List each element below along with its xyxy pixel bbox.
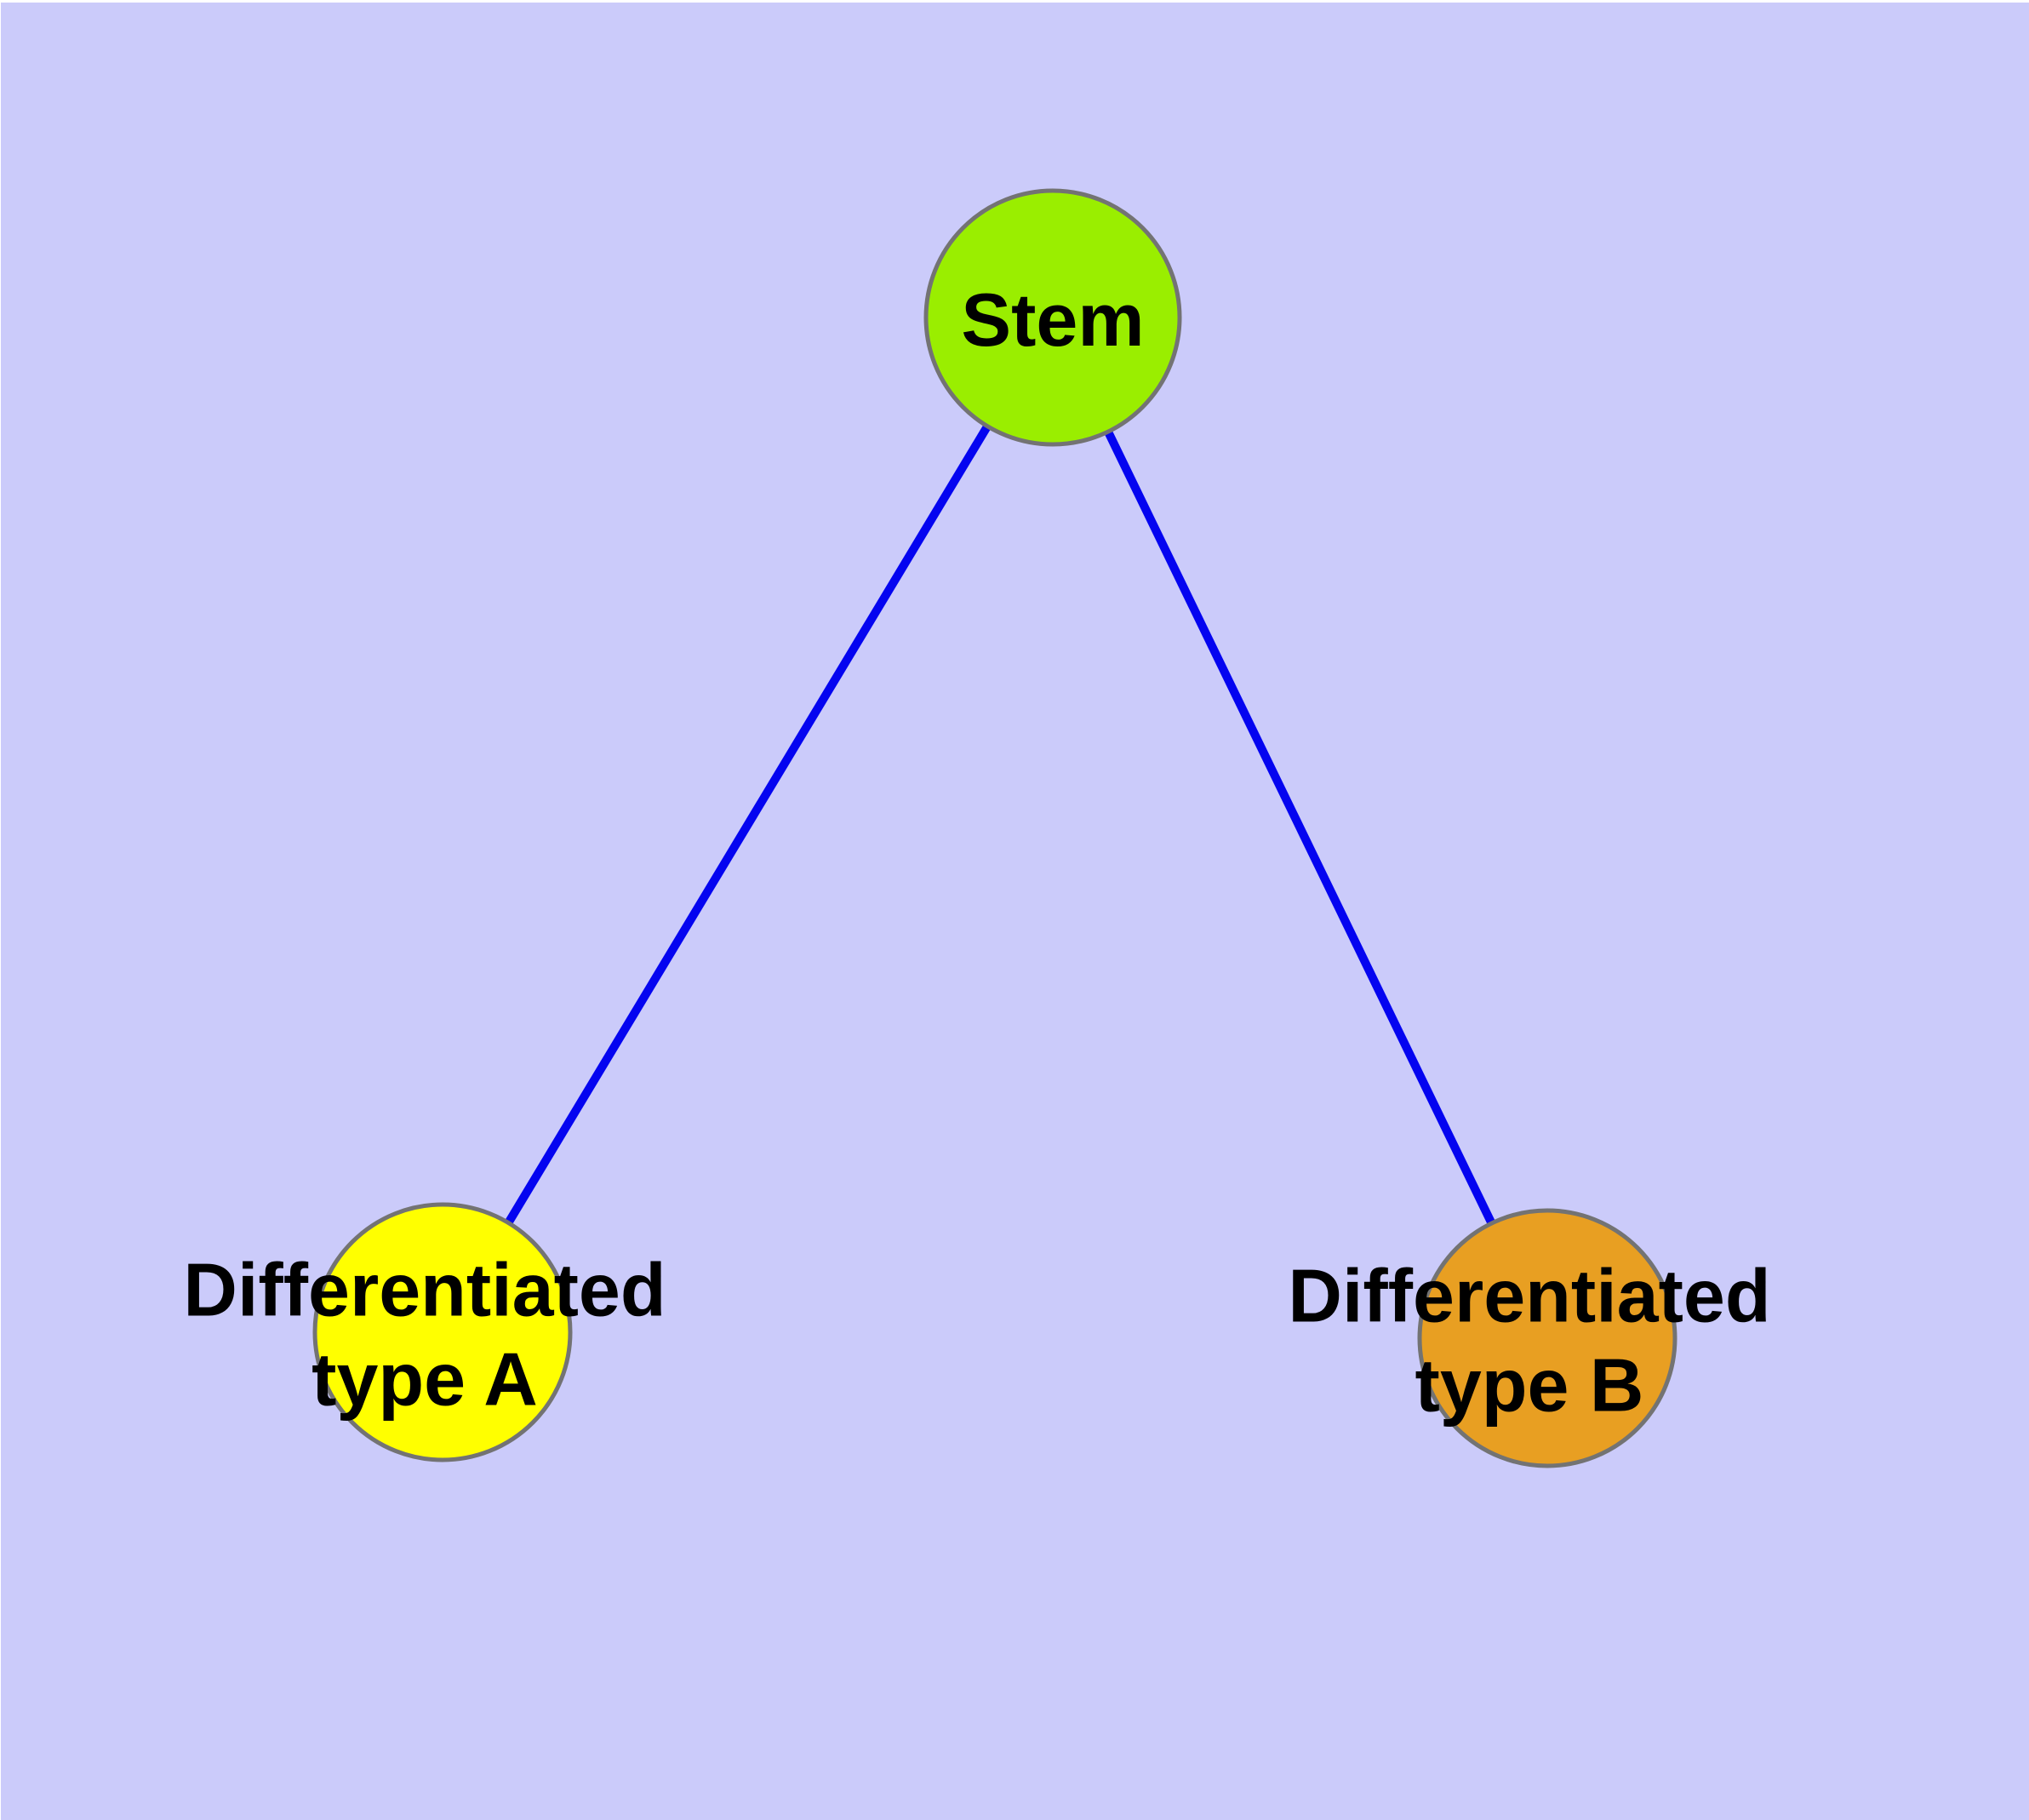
node-stem: Stem [923, 188, 1182, 447]
node-diff-a-circle [312, 1202, 573, 1462]
edge-stem-diff-b [1049, 315, 1552, 1341]
node-stem-circle [923, 188, 1182, 447]
edge-stem-diff-a [438, 315, 1057, 1335]
node-stem-label: Stem [961, 278, 1144, 362]
edges-layer [438, 315, 1552, 1341]
node-diff-b-circle [1417, 1208, 1677, 1468]
